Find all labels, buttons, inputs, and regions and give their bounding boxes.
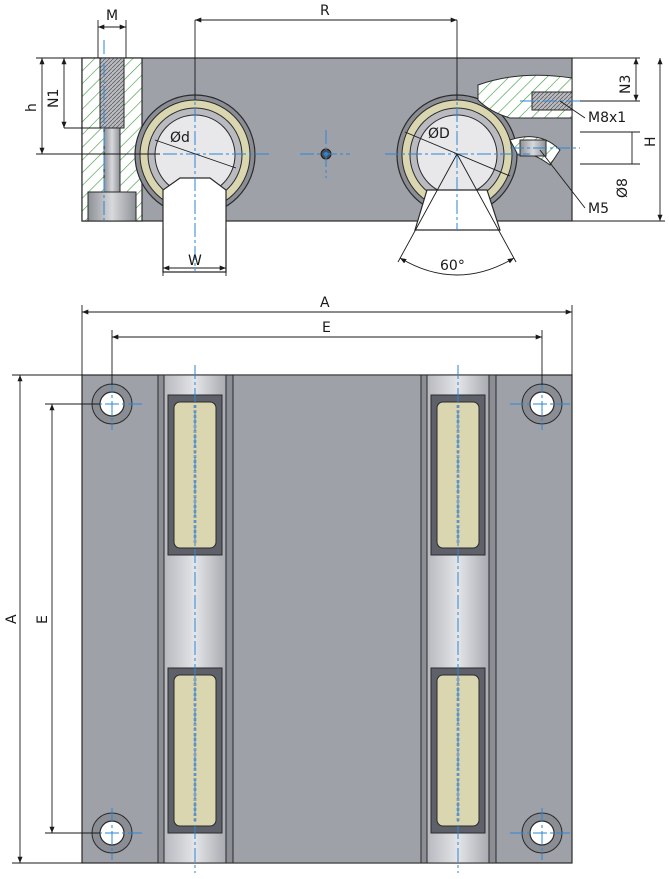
label-M5: M5 [588, 201, 609, 217]
dim-phi8: Ø8 [615, 178, 631, 198]
dim-R: R [320, 3, 330, 19]
plan-view: A E A E [4, 295, 573, 873]
dim-phiD: ØD [428, 126, 450, 142]
dim-phid: Ød [170, 130, 190, 146]
right-bushing [396, 94, 518, 231]
dim-A-top: A [320, 295, 330, 311]
dim-angle: 60° [440, 258, 465, 274]
screw-head [87, 191, 137, 222]
dim-A-left: A [4, 614, 20, 624]
dim-W: W [188, 253, 202, 269]
dim-h: h [24, 103, 40, 112]
label-M8x1: M8x1 [588, 110, 626, 126]
dim-M: M [106, 8, 118, 24]
dim-E-top: E [322, 320, 331, 336]
dim-N1: N1 [46, 89, 62, 108]
screw-shank [103, 127, 121, 193]
dim-E-left: E [35, 615, 51, 624]
dim-H: H [643, 136, 659, 147]
center-slab [232, 374, 422, 864]
dim-N3: N3 [618, 75, 634, 94]
front-section-view: M R h N1 N3 H Ø8 M8x1 M5 [24, 3, 665, 276]
